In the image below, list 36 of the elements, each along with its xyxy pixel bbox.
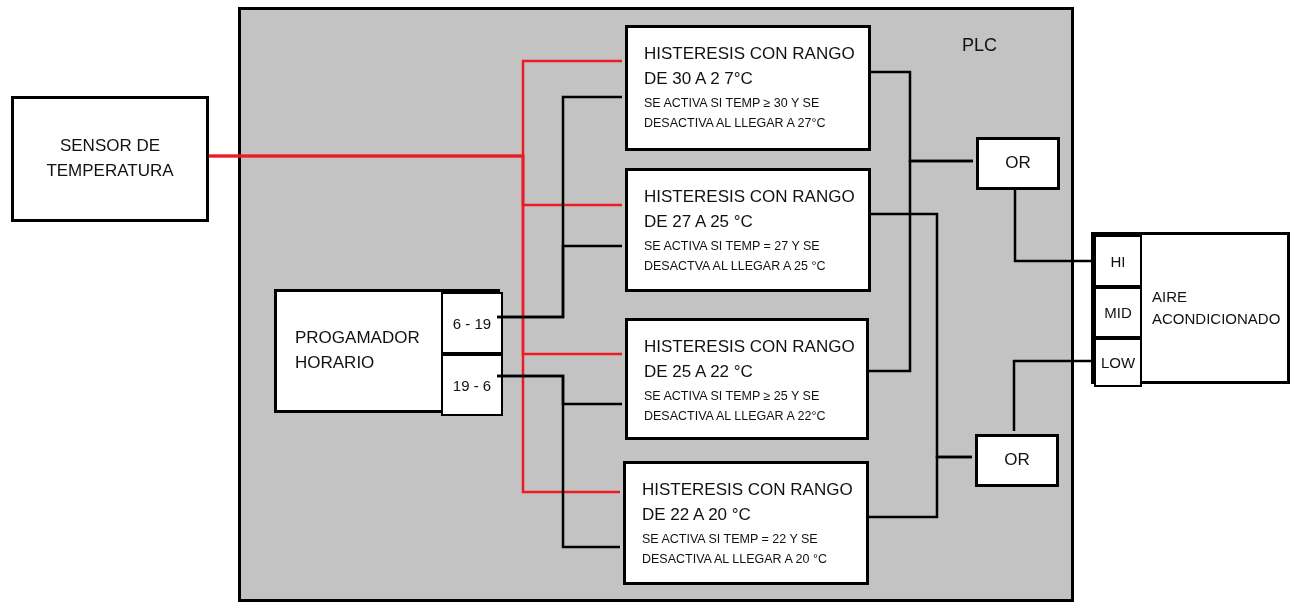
box-label: HISTERESIS CON RANGO DE 30 A 2 7°C [644,43,856,90]
connector-line [497,244,622,319]
port-cell: 19 - 6 [441,354,503,416]
hysteresis-box [623,461,869,585]
box-description: SE ACTIVA SI TEMP ≥ 25 Y SE DESACTIVA AL LLEGAR A 22°C [644,388,827,426]
connector-line [209,154,620,494]
plc-panel [238,7,1074,602]
box-label: OR [1004,449,1030,472]
box-label: HISTERESIS CON RANGO DE 22 A 20 °C [642,479,854,526]
box-description: SE ACTIVA SI TEMP = 22 Y SE DESACTIVA AL LLEGAR A 20 °C [642,531,828,569]
connector-line [866,455,972,519]
port-cell: 6 - 19 [441,292,503,354]
port-cell: LOW [1094,338,1142,387]
box-label: OR [1005,152,1031,175]
connector-line [1012,359,1091,431]
process-box [11,96,209,222]
box-label: HISTERESIS CON RANGO DE 25 A 22 °C [644,336,856,383]
process-box [975,434,1059,487]
hysteresis-box [625,25,871,151]
port-cell: HI [1094,235,1142,287]
box-description: SE ACTIVA SI TEMP = 27 Y SE DESACTVA AL LLEGAR A 25 °C [644,238,827,276]
box-description: SE ACTIVA SI TEMP ≥ 30 Y SE DESACTIVA AL LLEGAR A 27°C [644,95,827,133]
box-label: PROGAMADOR HORARIO [295,327,421,374]
box-label: SENSOR DE TEMPERATURA [45,135,175,182]
process-box [976,137,1060,190]
connector-line [866,159,973,373]
hysteresis-box [625,168,871,292]
box-label: HISTERESIS CON RANGO DE 27 A 25 °C [644,186,856,233]
connector-line [1013,187,1091,263]
air-conditioner-box [1091,232,1290,384]
box-label: AIRE ACONDICIONADO [1152,287,1282,329]
port-cell: MID [1094,287,1142,338]
scheduler-box [274,289,500,413]
connector-line [497,374,620,549]
panel-label: PLC [962,35,997,56]
hysteresis-box [625,318,869,440]
